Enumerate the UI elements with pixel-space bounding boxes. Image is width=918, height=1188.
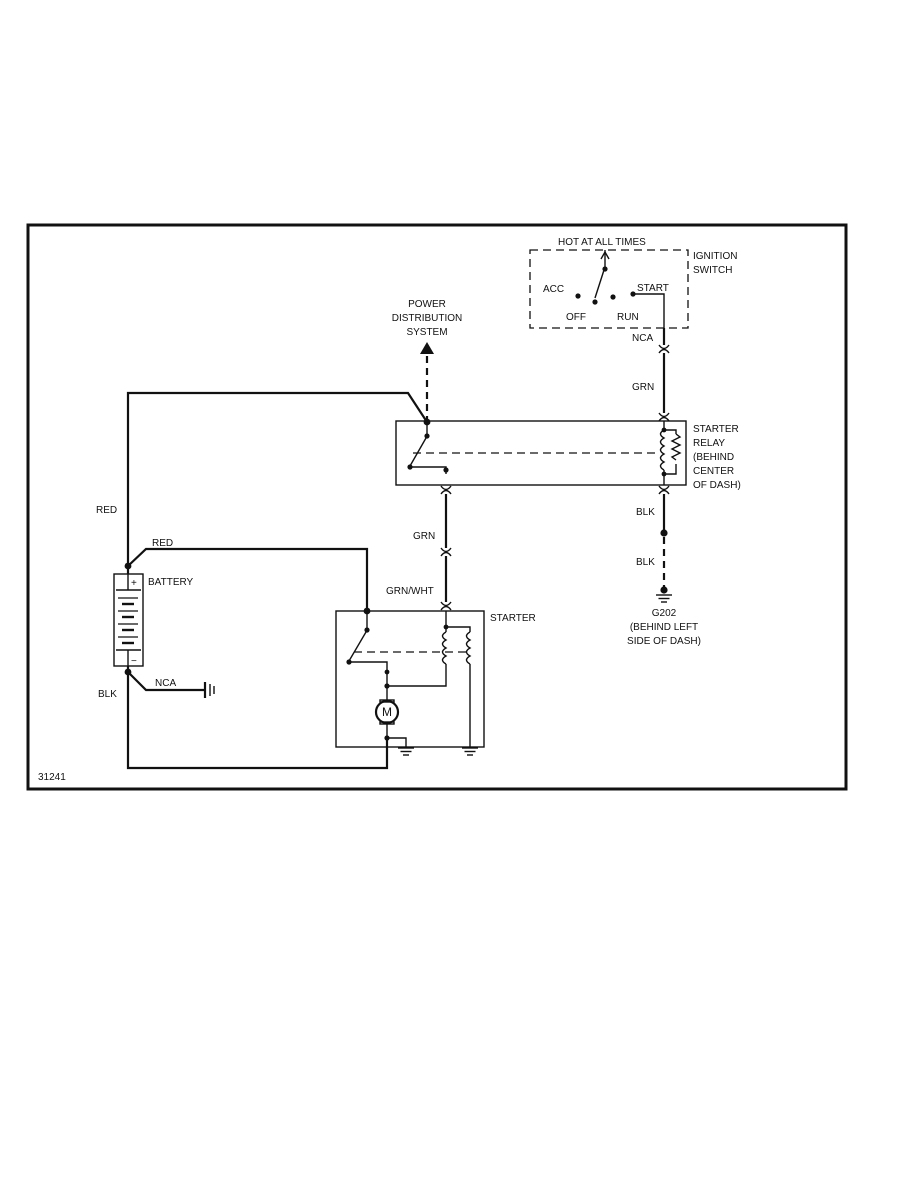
relay-bottom-connector-icon: [658, 485, 670, 495]
starter-pivot-dot: [364, 627, 370, 633]
nca-battery-branch: [127, 671, 204, 692]
motor-icon: [374, 699, 400, 725]
blk-wire-label-2: BLK: [636, 557, 655, 568]
starter: STARTER M: [335, 607, 536, 748]
ignition-switch-label-line2: SWITCH: [693, 265, 732, 276]
g202-label: G202: [652, 608, 677, 619]
starter-input-connector-icon: [440, 601, 452, 611]
power-distribution-line2: DISTRIBUTION: [392, 313, 463, 324]
start-label: START: [637, 283, 669, 294]
relay-output-dot: [443, 467, 449, 473]
switch-blade: [594, 269, 605, 299]
switch-arrow-icon: [600, 250, 610, 260]
starter-relay-box: [395, 420, 687, 486]
relay-top-connector-icon: [658, 412, 670, 422]
blk-battery-wire-label: BLK: [98, 689, 117, 700]
nca-battery-label: NCA: [155, 678, 176, 689]
hold-in-coil-icon: [465, 631, 472, 665]
red-wire-battery-to-relay: [126, 391, 428, 566]
power-distribution-line1: POWER: [408, 299, 446, 310]
motor-junction-dot: [384, 683, 390, 689]
starter-box: [335, 610, 485, 748]
power-distribution-arrow-icon: [420, 342, 434, 354]
g202-location-line1: (BEHIND LEFT: [630, 622, 698, 633]
ignition-switch: HOT AT ALL TIMES IGNITION SWITCH ACC OFF…: [529, 237, 737, 354]
relay-coil-icon: [659, 429, 666, 471]
pull-in-coil-icon: [441, 631, 448, 665]
grn-wht-wire-label: GRN/WHT: [386, 586, 434, 597]
relay-resistor-frame: [664, 429, 677, 434]
acc-label: ACC: [543, 284, 564, 295]
blk-wire-battery-to-starter: [126, 672, 389, 770]
relay-output-line: [412, 466, 447, 474]
hot-at-all-times-label: HOT AT ALL TIMES: [558, 237, 646, 248]
ignition-switch-label-line1: IGNITION: [693, 251, 737, 262]
starter-relay-label-line1: STARTER: [693, 424, 739, 435]
motor-top-dot: [384, 669, 390, 675]
relay-pivot-dot: [424, 433, 430, 439]
hold-in-coil-feed: [446, 626, 471, 632]
starter-blade-end-dot: [346, 659, 352, 665]
blk-wire-label-1: BLK: [636, 507, 655, 518]
relay-coil-top-dot: [661, 427, 667, 433]
starter-ground-icon: [398, 747, 414, 756]
nca-switch-label: NCA: [632, 333, 653, 344]
power-distribution-system: POWER DISTRIBUTION SYSTEM: [392, 299, 463, 420]
chassis-ground-icon: [203, 682, 215, 698]
starter-relay: STARTER RELAY (BEHIND CENTER OF DASH): [395, 418, 741, 491]
red-wire-battery-to-starter: [127, 547, 369, 610]
relay-coil-bottom-dot: [661, 471, 667, 477]
motor-letter: M: [382, 705, 392, 719]
inline-connector-icon: [440, 547, 452, 557]
motor-ground-lead: [387, 737, 407, 747]
run-label: RUN: [617, 312, 639, 323]
off-contact-dot: [592, 299, 598, 305]
starter-relay-label-line5: OF DASH): [693, 480, 741, 491]
battery-plus-sign: +: [131, 578, 137, 589]
starter-label: STARTER: [490, 613, 536, 624]
grn-switch-wire-label: GRN: [632, 382, 654, 393]
relay-resistor-bottom: [664, 464, 677, 475]
pull-in-coil-return: [387, 664, 447, 687]
grn-relay-wire-label: GRN: [413, 531, 435, 542]
starter-relay-label-line3: (BEHIND: [693, 452, 734, 463]
acc-contact-dot: [575, 293, 581, 299]
splice-dot: [660, 529, 668, 537]
nca-connector-icon: [658, 344, 670, 354]
start-output-line: [633, 293, 665, 328]
g202-location-line2: SIDE OF DASH): [627, 636, 701, 647]
relay-resistor-icon: [670, 433, 682, 461]
off-label: OFF: [566, 312, 586, 323]
starter-contact-line: [351, 661, 388, 700]
hold-in-coil-ground-icon: [462, 747, 478, 756]
diagram-id: 31241: [38, 772, 66, 783]
ground-g202-icon: [656, 586, 672, 603]
red-wire-label-mid: RED: [152, 538, 173, 549]
ignition-switch-dashed-box: [529, 249, 689, 329]
battery-label: BATTERY: [148, 577, 194, 588]
battery-minus-sign: −: [131, 656, 137, 667]
red-wire-label-top: RED: [96, 505, 117, 516]
starter-switch-blade: [348, 631, 367, 662]
battery: + − BATTERY: [113, 573, 194, 667]
starter-relay-label-line2: RELAY: [693, 438, 725, 449]
relay-output-connector-icon: [440, 485, 452, 495]
starter-relay-label-line4: CENTER: [693, 466, 734, 477]
run-contact-dot: [610, 294, 616, 300]
relay-switch-blade: [409, 437, 427, 467]
diagram-frame: [26, 223, 848, 791]
power-distribution-line3: SYSTEM: [406, 327, 447, 338]
relay-blade-end-dot: [407, 464, 413, 470]
